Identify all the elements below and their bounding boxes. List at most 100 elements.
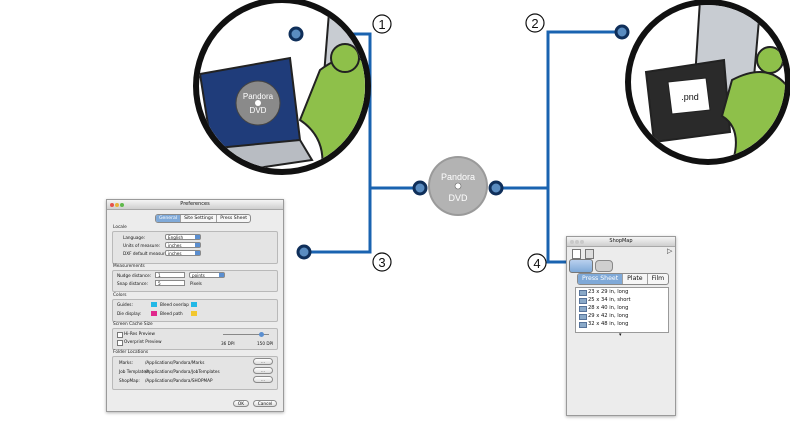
job-templates-browse-button[interactable]: ... — [253, 367, 273, 374]
tab-press-sheet[interactable]: Press Sheet — [578, 274, 624, 284]
shopmap-path: /Applications/Pandora/SHOPMAP — [145, 378, 213, 383]
zoom-icon[interactable] — [580, 240, 584, 244]
callout-4: 4 — [533, 256, 540, 271]
chevron-down-icon — [219, 273, 224, 277]
nudge-field[interactable]: 1 — [155, 272, 185, 278]
language-select[interactable]: English — [165, 234, 201, 240]
pnd-file-label: .pnd — [681, 92, 699, 102]
preferences-window: Preferences General Site Settings Press … — [106, 199, 284, 412]
cache-slider-thumb[interactable] — [259, 332, 264, 337]
locale-label: Locale — [113, 225, 127, 230]
snap-field[interactable]: 5 — [155, 280, 185, 286]
locale-group: Language: English Units of measure: inch… — [112, 231, 278, 264]
job-templates-label: Job Templates: — [119, 369, 150, 374]
preferences-titlebar: Preferences — [107, 200, 283, 210]
marks-browse-button[interactable]: ... — [253, 358, 273, 365]
shopmap-titlebar: ShopMap — [567, 237, 675, 247]
shopmap-tabs: Press Sheet Plate Film — [577, 273, 670, 285]
bleed-path-swatch[interactable] — [191, 311, 197, 316]
right-workstation-illustration — [625, 0, 790, 165]
screen-cache-group: Hi-Res Preview Overprint Preview 36 DPI … — [112, 328, 278, 350]
close-icon[interactable] — [110, 203, 114, 207]
units-select[interactable]: inches — [165, 242, 201, 248]
list-item[interactable]: 23 x 29 in, long — [576, 288, 668, 296]
dot-3 — [296, 244, 312, 260]
language-value: English — [168, 235, 184, 240]
callout-3-circle — [372, 252, 392, 272]
sheet-list[interactable]: 23 x 29 in, long 25 x 34 in, short 28 x … — [575, 287, 669, 333]
overprint-checkbox[interactable] — [117, 340, 123, 346]
tab-film[interactable]: Film — [651, 275, 665, 282]
close-icon[interactable] — [570, 240, 574, 244]
dot-2 — [614, 24, 630, 40]
die-display-swatch[interactable] — [151, 311, 157, 316]
colors-label: Colors — [113, 293, 127, 298]
folders-label: Folder Locations — [113, 350, 149, 355]
cache-min-label: 36 DPI — [221, 341, 235, 346]
bleed-overlap-swatch[interactable] — [191, 302, 197, 307]
dxf-label: DXF default measure: — [123, 251, 169, 256]
callout-2-circle — [525, 13, 545, 33]
bleed-path-label: Bleed path — [160, 311, 183, 316]
dxf-select[interactable]: inches — [165, 250, 201, 256]
dvd-line1: Pandora — [441, 172, 475, 182]
window-controls — [570, 239, 585, 248]
ok-button[interactable]: OK — [233, 400, 249, 407]
settings-gears-icon[interactable] — [595, 260, 613, 272]
line-2 — [498, 30, 620, 190]
zoom-icon[interactable] — [120, 203, 124, 207]
cache-slider-track[interactable] — [223, 334, 269, 335]
preferences-title: Preferences — [180, 201, 210, 207]
nudge-unit-value: points — [192, 273, 205, 278]
list-scroll-indicator[interactable]: ▾ — [619, 332, 622, 338]
overprint-label: Overprint Preview — [124, 339, 162, 344]
snap-label: Snap distance: — [117, 281, 149, 286]
callout-2: 2 — [531, 16, 538, 31]
tab-plate[interactable]: Plate — [623, 274, 648, 284]
cancel-button[interactable]: Cancel — [253, 400, 277, 407]
press-sheet-tool-icon[interactable] — [569, 259, 593, 273]
new-document-icon[interactable] — [572, 249, 581, 259]
minimize-icon[interactable] — [115, 203, 119, 207]
chevron-down-icon — [195, 251, 200, 255]
nudge-label: Nudge distance: — [117, 273, 152, 278]
tab-site-settings[interactable]: Site Settings — [181, 215, 218, 222]
colors-group: Guides: Bleed overlap Die display: Bleed… — [112, 299, 278, 322]
list-item[interactable]: 25 x 34 in, short — [576, 296, 668, 304]
list-item[interactable]: 29 x 42 in, long — [576, 312, 668, 320]
units-value: inches — [168, 243, 182, 248]
dvd-line2: DVD — [448, 193, 468, 203]
tab-general[interactable]: General — [156, 215, 182, 222]
hires-checkbox[interactable] — [117, 332, 123, 338]
dot-1 — [288, 26, 304, 42]
nudge-unit-select[interactable]: points — [189, 272, 225, 278]
language-label: Language: — [123, 235, 146, 240]
minimize-icon[interactable] — [575, 240, 579, 244]
callout-3: 3 — [378, 255, 385, 270]
dot-dvd-right — [488, 180, 504, 196]
list-item[interactable]: 32 x 48 in, long — [576, 320, 668, 328]
guides-color-swatch[interactable] — [151, 302, 157, 307]
chevron-down-icon — [195, 243, 200, 247]
marks-label: Marks: — [119, 360, 133, 365]
bleed-overlap-label: Bleed overlap — [160, 302, 189, 307]
die-display-label: Die display: — [117, 311, 142, 316]
shopmap-browse-button[interactable]: ... — [253, 376, 273, 383]
tab-press-sheet[interactable]: Press Sheet — [220, 216, 248, 221]
left-disc-line1: Pandora — [243, 92, 274, 101]
line-3 — [300, 188, 372, 254]
copy-document-icon[interactable] — [585, 249, 594, 259]
guides-label: Guides: — [117, 302, 133, 307]
units-label: Units of measure: — [123, 243, 161, 248]
list-item[interactable]: 28 x 40 in, long — [576, 304, 668, 312]
measurements-label: Measurements — [113, 264, 145, 269]
callout-1: 1 — [378, 17, 385, 32]
left-workstation-illustration — [193, 0, 371, 175]
window-controls — [110, 202, 125, 211]
chevron-down-icon — [195, 235, 200, 239]
left-disc-line2: DVD — [250, 106, 267, 115]
expand-arrow-icon[interactable]: ▷ — [667, 247, 673, 255]
snap-unit: Pixels — [190, 281, 202, 286]
cache-max-label: 150 DPI — [257, 341, 274, 346]
screen-cache-label: Screen Cache Size — [113, 322, 153, 327]
